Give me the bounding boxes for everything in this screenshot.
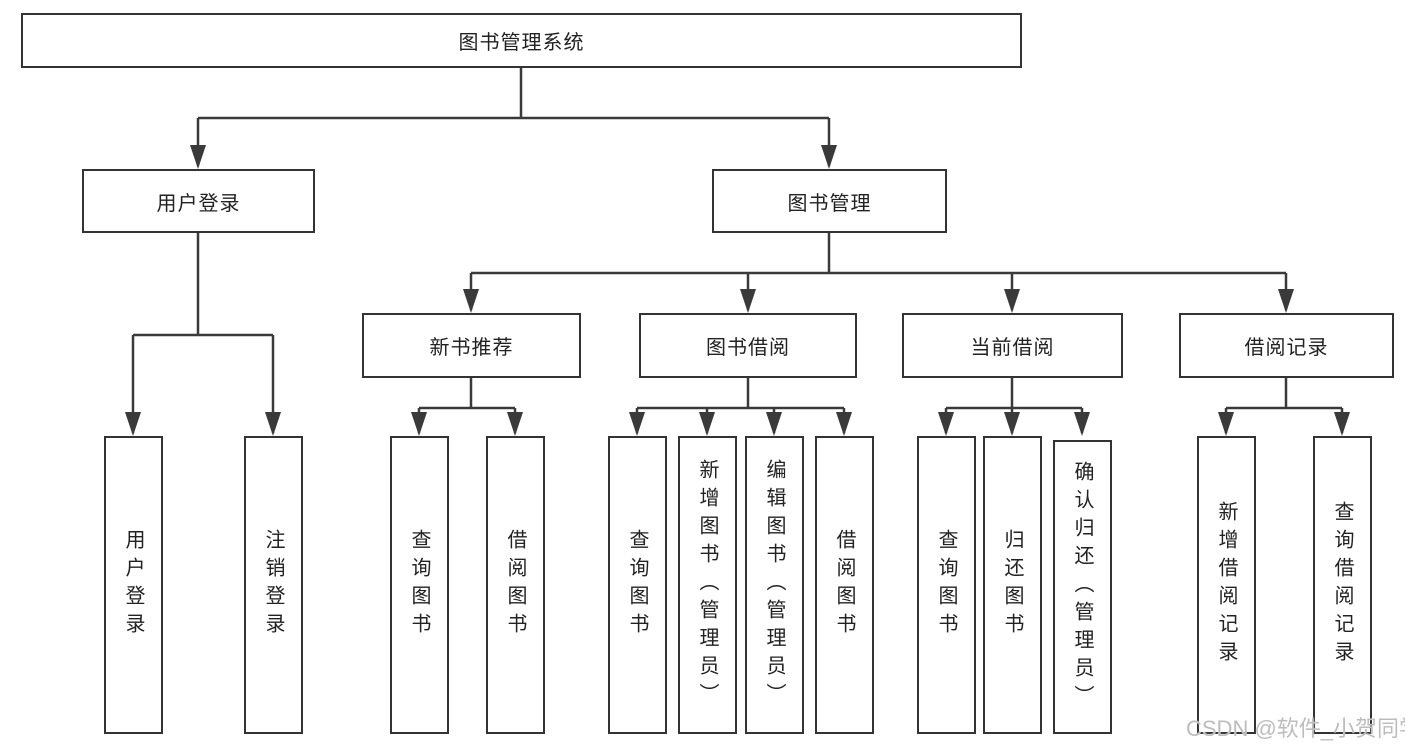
node-query-books-borrowing-label: 查询图书: [626, 529, 648, 641]
node-query-books-borrowing: 查询图书: [608, 436, 667, 734]
node-query-borrow-record-label: 查询借阅记录: [1331, 501, 1353, 669]
node-current-borrowing-label: 当前借阅: [970, 337, 1055, 359]
node-new-book-recommendation: 新书推荐: [362, 313, 581, 378]
node-borrow-books-recommend-label: 借阅图书: [504, 529, 526, 641]
node-book-borrowing: 图书借阅: [639, 313, 857, 378]
node-query-borrow-record: 查询借阅记录: [1313, 436, 1372, 734]
node-borrowing-records: 借阅记录: [1179, 313, 1394, 378]
node-return-books-label: 归还图书: [1001, 529, 1023, 641]
node-add-books-admin: 新增图书（管理员）: [678, 436, 737, 734]
node-edit-books-admin-label: 编辑图书（管理员）: [763, 459, 785, 711]
node-query-books-current: 查询图书: [917, 436, 976, 734]
node-new-book-recommendation-label: 新书推荐: [429, 337, 514, 359]
node-book-management: 图书管理: [712, 169, 947, 233]
node-user-login-label: 用户登录: [156, 192, 241, 215]
node-query-books-recommend: 查询图书: [390, 436, 449, 734]
node-add-borrow-record-label: 新增借阅记录: [1215, 501, 1237, 669]
node-add-books-admin-label: 新增图书（管理员）: [696, 459, 718, 711]
node-logout-label: 注销登录: [262, 529, 284, 641]
node-borrowing-records-label: 借阅记录: [1244, 337, 1329, 359]
node-current-borrowing: 当前借阅: [902, 313, 1123, 378]
node-confirm-return-admin: 确认归还（管理员）: [1053, 440, 1112, 734]
node-logout: 注销登录: [244, 436, 303, 734]
node-borrow-books-recommend: 借阅图书: [486, 436, 545, 734]
node-borrow-books: 借阅图书: [815, 436, 874, 734]
node-edit-books-admin: 编辑图书（管理员）: [745, 436, 804, 734]
node-root: 图书管理系统: [21, 13, 1022, 68]
node-confirm-return-admin-label: 确认归还（管理员）: [1071, 461, 1093, 713]
node-query-books-current-label: 查询图书: [935, 529, 957, 641]
node-login-label: 用户登录: [122, 529, 144, 641]
node-query-books-recommend-label: 查询图书: [408, 529, 430, 641]
node-borrow-books-label: 借阅图书: [833, 529, 855, 641]
node-login: 用户登录: [104, 436, 163, 734]
node-book-management-label: 图书管理: [787, 192, 872, 215]
node-book-borrowing-label: 图书借阅: [706, 337, 790, 359]
node-return-books: 归还图书: [983, 436, 1042, 734]
node-root-label: 图书管理系统: [458, 32, 585, 54]
node-user-login: 用户登录: [82, 169, 315, 233]
watermark: CSDN @软件_小贺同学: [1186, 716, 1405, 741]
node-add-borrow-record: 新增借阅记录: [1197, 436, 1256, 734]
